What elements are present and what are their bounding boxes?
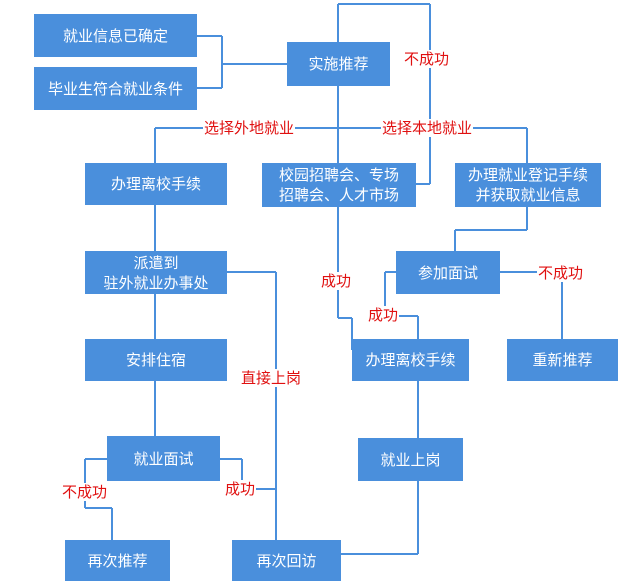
box-label: 安排住宿 <box>125 351 186 369</box>
box-recommend-anew: 重新推荐 <box>507 339 618 381</box>
box-label: 办理离校手续 <box>365 351 456 369</box>
box-employment-interview: 就业面试 <box>107 436 220 481</box>
box-employment-info-confirmed: 就业信息已确定 <box>34 14 197 57</box>
box-label: 派遣到 驻外就业办事处 <box>103 253 209 292</box>
box-label: 就业面试 <box>133 449 194 468</box>
box-label: 就业信息已确定 <box>62 26 168 45</box>
box-follow-up-visit: 再次回访 <box>232 540 341 581</box>
box-label: 办理离校手续 <box>110 175 201 193</box>
label-choose-away-employment: 选择外地就业 <box>203 119 296 137</box>
label-success-interview: 成功 <box>367 306 400 324</box>
box-departure-procedures-local: 办理离校手续 <box>352 339 469 381</box>
label-unsuccessful-interview: 不成功 <box>537 264 585 282</box>
box-label: 参加面试 <box>417 263 478 282</box>
label-choose-local-employment: 选择本地就业 <box>381 119 474 137</box>
box-label: 校园招聘会、专场 招聘会、人才市场 <box>278 166 399 204</box>
box-label: 办理就业登记手续 并获取就业信息 <box>467 166 588 204</box>
box-dispatch-office: 派遣到 驻外就业办事处 <box>85 251 227 294</box>
label-direct-placement: 直接上岗 <box>240 369 303 387</box>
box-graduate-eligible: 毕业生符合就业条件 <box>34 67 197 110</box>
box-job-fairs: 校园招聘会、专场 招聘会、人才市场 <box>262 163 416 207</box>
label-success-away: 成功 <box>224 480 257 498</box>
box-label: 重新推荐 <box>532 351 593 369</box>
box-registration-procedures: 办理就业登记手续 并获取就业信息 <box>455 163 601 207</box>
box-departure-procedures-away: 办理离校手续 <box>85 163 227 205</box>
box-label: 再次推荐 <box>87 551 148 570</box>
box-label: 实施推荐 <box>308 55 369 73</box>
box-label: 就业上岗 <box>380 450 441 469</box>
box-attend-interview: 参加面试 <box>396 251 500 294</box>
box-label: 毕业生符合就业条件 <box>47 79 183 98</box>
box-label: 再次回访 <box>256 551 317 570</box>
box-arrange-housing: 安排住宿 <box>85 339 227 381</box>
box-recommend-again: 再次推荐 <box>65 540 170 581</box>
label-unsuccessful-top: 不成功 <box>403 50 451 68</box>
box-start-job: 就业上岗 <box>358 438 463 481</box>
label-unsuccessful-away: 不成功 <box>61 483 109 501</box>
label-success-job-fair: 成功 <box>320 272 353 290</box>
box-implement-recommendation: 实施推荐 <box>287 42 390 86</box>
